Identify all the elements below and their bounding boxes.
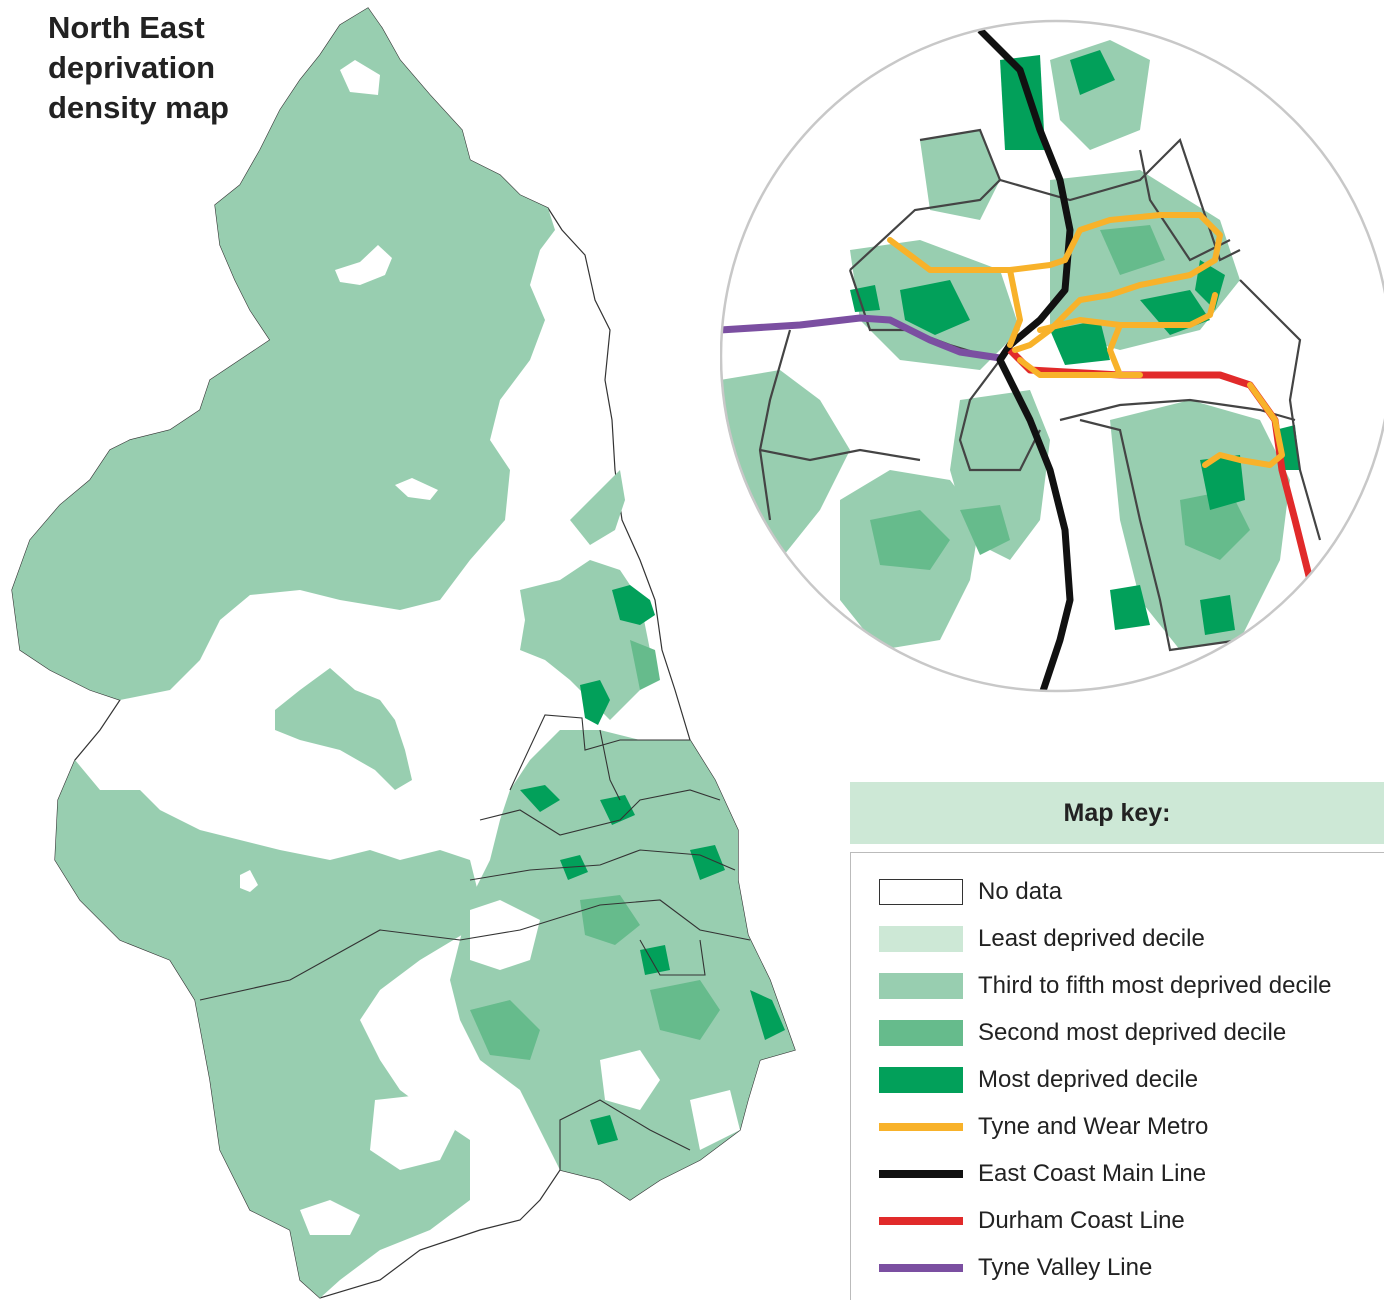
inset-most-10 <box>1200 595 1235 635</box>
legend-item: Most deprived decile <box>879 1065 1198 1095</box>
inset-most-2 <box>1070 50 1115 95</box>
ashington-deprived <box>612 585 655 625</box>
legend-label: Tyne and Wear Metro <box>978 1113 1209 1140</box>
legend-label: Durham Coast Line <box>978 1207 1185 1234</box>
inset-most-3 <box>900 280 970 335</box>
north-hole-2 <box>395 478 438 500</box>
legend-swatch <box>879 879 963 905</box>
inset-most-8 <box>1200 455 1245 510</box>
legend-heading: Map key: <box>850 782 1384 844</box>
inset-boundaries <box>758 128 1322 652</box>
sw-hole-2 <box>370 1095 455 1170</box>
urban-second-1 <box>470 1000 540 1060</box>
south-west-durham <box>55 760 480 1298</box>
legend-label: Second most deprived decile <box>978 1019 1287 1046</box>
urban-most-5 <box>750 990 785 1040</box>
legend-swatch <box>879 1217 963 1225</box>
legend-item: East Coast Main Line <box>879 1159 1206 1189</box>
district-boundaries <box>199 714 751 1170</box>
coast-second <box>630 640 660 690</box>
legend-label: Least deprived decile <box>978 925 1205 952</box>
urban-white-1 <box>470 900 540 970</box>
legend-item: No data <box>879 877 1062 907</box>
legend-swatch <box>879 1067 963 1093</box>
legend-item: Tyne and Wear Metro <box>879 1112 1208 1142</box>
tyne-and-wear-metro <box>887 212 1285 468</box>
legend-swatch <box>879 1020 963 1046</box>
urban-most-1 <box>520 785 560 812</box>
inset-second-4 <box>1100 225 1165 275</box>
legend-label: Most deprived decile <box>978 1066 1199 1093</box>
legend-label: Tyne Valley Line <box>978 1254 1153 1281</box>
legend-swatch <box>879 926 963 952</box>
legend-item: Third to fifth most deprived decile <box>879 971 1332 1001</box>
north-hole-3 <box>340 60 380 95</box>
inset-circle-border <box>720 19 1384 693</box>
inset-second-1 <box>870 510 950 570</box>
legend-label: East Coast Main Line <box>978 1160 1207 1187</box>
inset-second-2 <box>960 505 1010 555</box>
north-hole-1 <box>335 245 392 285</box>
legend-item: Tyne Valley Line <box>879 1253 1152 1283</box>
urban-second-3 <box>580 895 640 945</box>
sw-hole-1 <box>240 870 258 892</box>
inset-most-5 <box>1050 320 1110 365</box>
urban-second-2 <box>650 980 720 1040</box>
legend-swatch <box>879 973 963 999</box>
east-coast-main-line <box>977 27 1074 692</box>
inset-second-3 <box>1180 490 1250 560</box>
tyneside-inset-map <box>720 19 1384 693</box>
legend-item: Least deprived decile <box>879 924 1205 954</box>
north-east-main-map <box>11 7 796 1299</box>
map-title: North East deprivation density map <box>48 10 229 125</box>
urban-most-7 <box>560 855 588 880</box>
inset-most-1 <box>1000 55 1045 150</box>
urban-most-4 <box>640 945 670 975</box>
tyne-valley-line <box>720 314 1001 362</box>
urban-white-2 <box>600 1050 660 1110</box>
legend-swatch <box>879 1123 963 1131</box>
legend-label: No data <box>978 878 1063 905</box>
legend-label: Third to fifth most deprived decile <box>978 972 1332 999</box>
blyth-deprived <box>580 680 610 725</box>
tynedale-patch <box>275 668 412 790</box>
legend-item: Durham Coast Line <box>879 1206 1185 1236</box>
legend-swatch <box>879 1264 963 1272</box>
coastal-strip <box>570 470 625 545</box>
inset-most-7 <box>1195 260 1225 310</box>
northumberland-north-area <box>12 8 555 700</box>
inset-north-area <box>920 130 1000 220</box>
sw-hole-3 <box>300 1200 360 1235</box>
urban-most-6 <box>590 1115 618 1145</box>
legend-swatch <box>879 1170 963 1178</box>
legend-item: Second most deprived decile <box>879 1018 1286 1048</box>
urban-most-3 <box>690 845 725 880</box>
inset-most-9 <box>1110 585 1150 630</box>
urban-most-2 <box>600 795 635 825</box>
urban-white-3 <box>690 1090 740 1150</box>
